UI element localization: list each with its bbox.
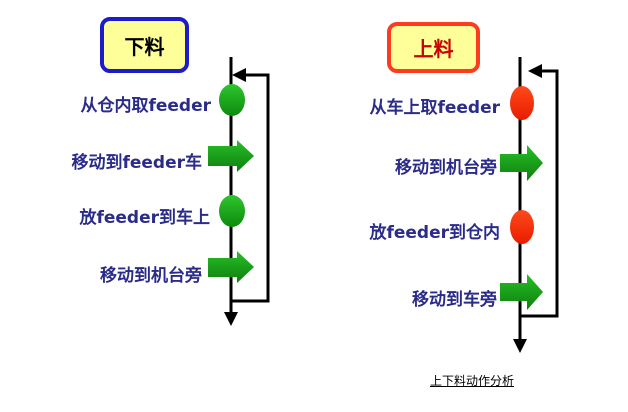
right-move-arrow-2 <box>500 274 543 310</box>
left-circle-1 <box>219 84 245 116</box>
right-step-4: 移动到车旁 <box>412 290 497 310</box>
right-title-box: 上料 <box>387 22 480 73</box>
left-loop-arrowhead <box>232 68 246 82</box>
left-title-box: 下料 <box>100 17 189 73</box>
left-move-arrow-2 <box>208 251 254 283</box>
right-step-3: 放feeder到仓内 <box>369 223 500 243</box>
left-title: 下料 <box>124 34 165 59</box>
left-down-arrowhead <box>224 312 238 326</box>
diagram-caption: 上下料动作分析 <box>430 374 515 388</box>
right-circle-2 <box>510 210 534 244</box>
left-step-1: 从仓内取feeder <box>80 96 211 116</box>
right-circle-1 <box>510 86 534 120</box>
right-move-arrow-1 <box>500 145 543 181</box>
left-loop-line <box>231 73 270 303</box>
left-step-3: 放feeder到车上 <box>79 208 210 228</box>
left-flow <box>208 57 270 326</box>
right-step-2: 移动到机台旁 <box>395 158 497 178</box>
left-step-2: 移动到feeder车 <box>71 153 202 173</box>
right-title: 上料 <box>413 37 454 61</box>
left-circle-2 <box>219 195 245 227</box>
right-loop-line <box>520 69 559 318</box>
left-move-arrow-1 <box>208 140 254 172</box>
right-flow <box>500 57 559 353</box>
right-down-arrowhead <box>513 339 527 353</box>
left-step-4: 移动到机台旁 <box>100 266 202 286</box>
right-loop-arrowhead <box>528 64 542 78</box>
right-step-1: 从车上取feeder <box>369 98 500 118</box>
